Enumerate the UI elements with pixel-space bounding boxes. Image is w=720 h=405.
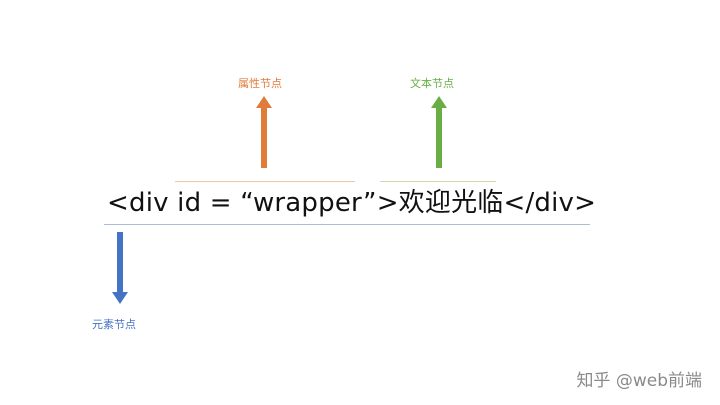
element-underline	[104, 224, 590, 225]
attribute-arrow-up-icon	[256, 96, 272, 168]
element-arrow-down-icon	[112, 232, 128, 304]
attribute-node-label: 属性节点	[238, 77, 282, 90]
zhihu-watermark: 知乎 @web前端	[576, 371, 702, 391]
text-arrow-shape	[431, 96, 447, 168]
html-code-line: <div id = “wrapper”>欢迎光临</div>	[107, 188, 597, 218]
text-underline	[380, 181, 496, 182]
element-node-label: 元素节点	[92, 318, 136, 331]
text-node-label: 文本节点	[410, 77, 454, 90]
element-arrow-shape	[112, 232, 128, 304]
attribute-arrow-shape	[256, 96, 272, 168]
text-arrow-up-icon	[431, 96, 447, 168]
attribute-underline	[175, 181, 355, 182]
